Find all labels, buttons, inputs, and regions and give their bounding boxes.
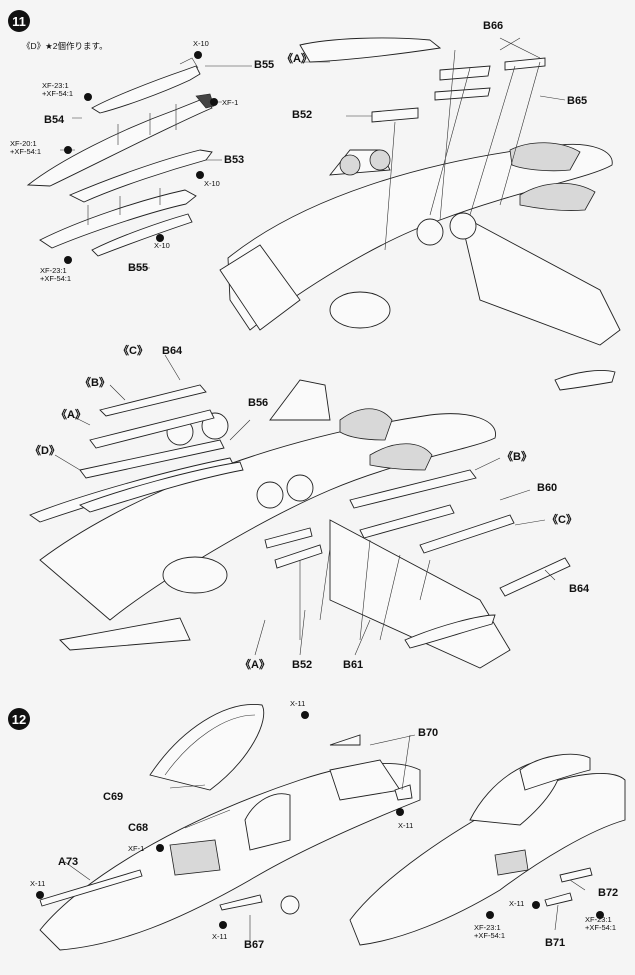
label-c69: C69 (103, 791, 124, 803)
label-b70: B70 (418, 727, 439, 739)
cockpit-assembly-left (39, 704, 421, 951)
label-c68: C68 (128, 822, 149, 834)
label-b54: B54 (44, 114, 65, 126)
label-b64-right: B64 (569, 583, 590, 595)
label-b55-top: B55 (254, 59, 275, 71)
label-b52-bottom: B52 (292, 659, 313, 671)
label-b66: B66 (483, 20, 504, 32)
label-b71: B71 (545, 937, 566, 949)
note-make-two: 《D》★2個作ります。 (22, 41, 108, 51)
paint-x11-b: X-11 (398, 821, 414, 830)
label-b64-mid: B64 (162, 345, 183, 357)
label-b61: B61 (343, 659, 364, 671)
label-b53: B53 (224, 154, 245, 166)
paint-xf1-a: XF-1 (222, 98, 239, 107)
paint-x10-c: X-10 (154, 241, 170, 250)
aircraft-underside-top (219, 37, 621, 391)
label-c-mid: 《C》 (118, 345, 148, 357)
label-b55-bottom: B55 (128, 262, 149, 274)
label-b56: B56 (248, 397, 269, 409)
label-b-mid: 《B》 (80, 377, 110, 389)
cockpit-assembly-right (349, 753, 626, 946)
label-a-bottom: 《A》 (240, 659, 270, 671)
paint-xf23-54-c: XF-23:1 +XF-54:1 (474, 923, 506, 940)
missile-group-d (26, 57, 215, 257)
step-11-marker: 11 (8, 10, 30, 32)
label-a-top: 《A》 (282, 53, 312, 65)
label-b72: B72 (598, 887, 619, 899)
paint-x11-a: X-11 (290, 699, 306, 708)
paint-xf1-b: XF-1 (128, 844, 145, 853)
label-b52-top: B52 (292, 109, 313, 121)
label-b65: B65 (567, 95, 588, 107)
label-b-right: 《B》 (502, 451, 532, 463)
paint-xf23-54-b: XF-23:1 +XF-54:1 (40, 266, 72, 283)
paint-x11-c: X-11 (30, 879, 46, 888)
paint-x11-e: X-11 (509, 899, 525, 908)
label-c-right: 《C》 (547, 514, 577, 526)
label-a73: A73 (58, 856, 79, 868)
label-d-mid: 《D》 (30, 445, 60, 457)
paint-x10-a: X-10 (193, 39, 209, 48)
paint-markers (36, 51, 604, 929)
paint-x11-d: X-11 (212, 932, 228, 941)
paint-x10-b: X-10 (204, 179, 220, 188)
label-a-mid: 《A》 (56, 409, 86, 421)
step-12-marker: 12 (8, 708, 30, 730)
label-b67: B67 (244, 939, 265, 951)
paint-xf23-54-d: XF-23:1 +XF-54:1 (585, 915, 617, 932)
paint-xf23-54-a: XF-23:1 +XF-54:1 (42, 81, 74, 98)
paint-xf20-54: XF-20:1 +XF-54:1 (10, 139, 42, 156)
aircraft-underside-middle (29, 379, 571, 669)
label-b60: B60 (537, 482, 558, 494)
